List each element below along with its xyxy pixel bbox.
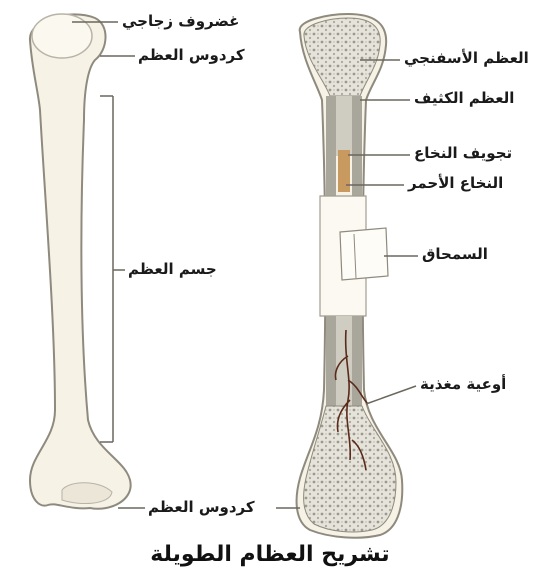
- label-diaphysis: جسم العظم: [128, 262, 217, 277]
- label-articular-cartilage: غضروف زجاجي: [122, 14, 239, 29]
- label-compact-bone: العظم الكثيف: [414, 91, 514, 106]
- label-epiphysis-top: كردوس العظم: [138, 48, 245, 63]
- sectioned-femur: [276, 14, 418, 538]
- label-marrow-cavity: تجويف النخاع: [414, 146, 512, 161]
- diagram-caption: تشريح العظام الطويلة: [0, 542, 540, 567]
- compact-wall-left: [326, 96, 336, 196]
- vessels-leader: [366, 386, 416, 404]
- label-blood-vessels: أوعية مغذية: [420, 377, 506, 392]
- marrow-cavity: [336, 96, 352, 156]
- label-epiphysis-bottom: كردوس العظم: [148, 500, 255, 515]
- label-periosteum: السمحاق: [422, 247, 488, 262]
- spongy-head-bottom: [304, 406, 396, 532]
- label-spongy-bone: العظم الأسفنجي: [404, 51, 529, 66]
- external-femur-outline: [30, 14, 131, 508]
- compact-wall-right: [352, 96, 362, 196]
- periosteum-flap: [340, 228, 388, 280]
- top-articular-cartilage: [32, 14, 92, 58]
- label-red-marrow: النخاع الأحمر: [408, 176, 503, 191]
